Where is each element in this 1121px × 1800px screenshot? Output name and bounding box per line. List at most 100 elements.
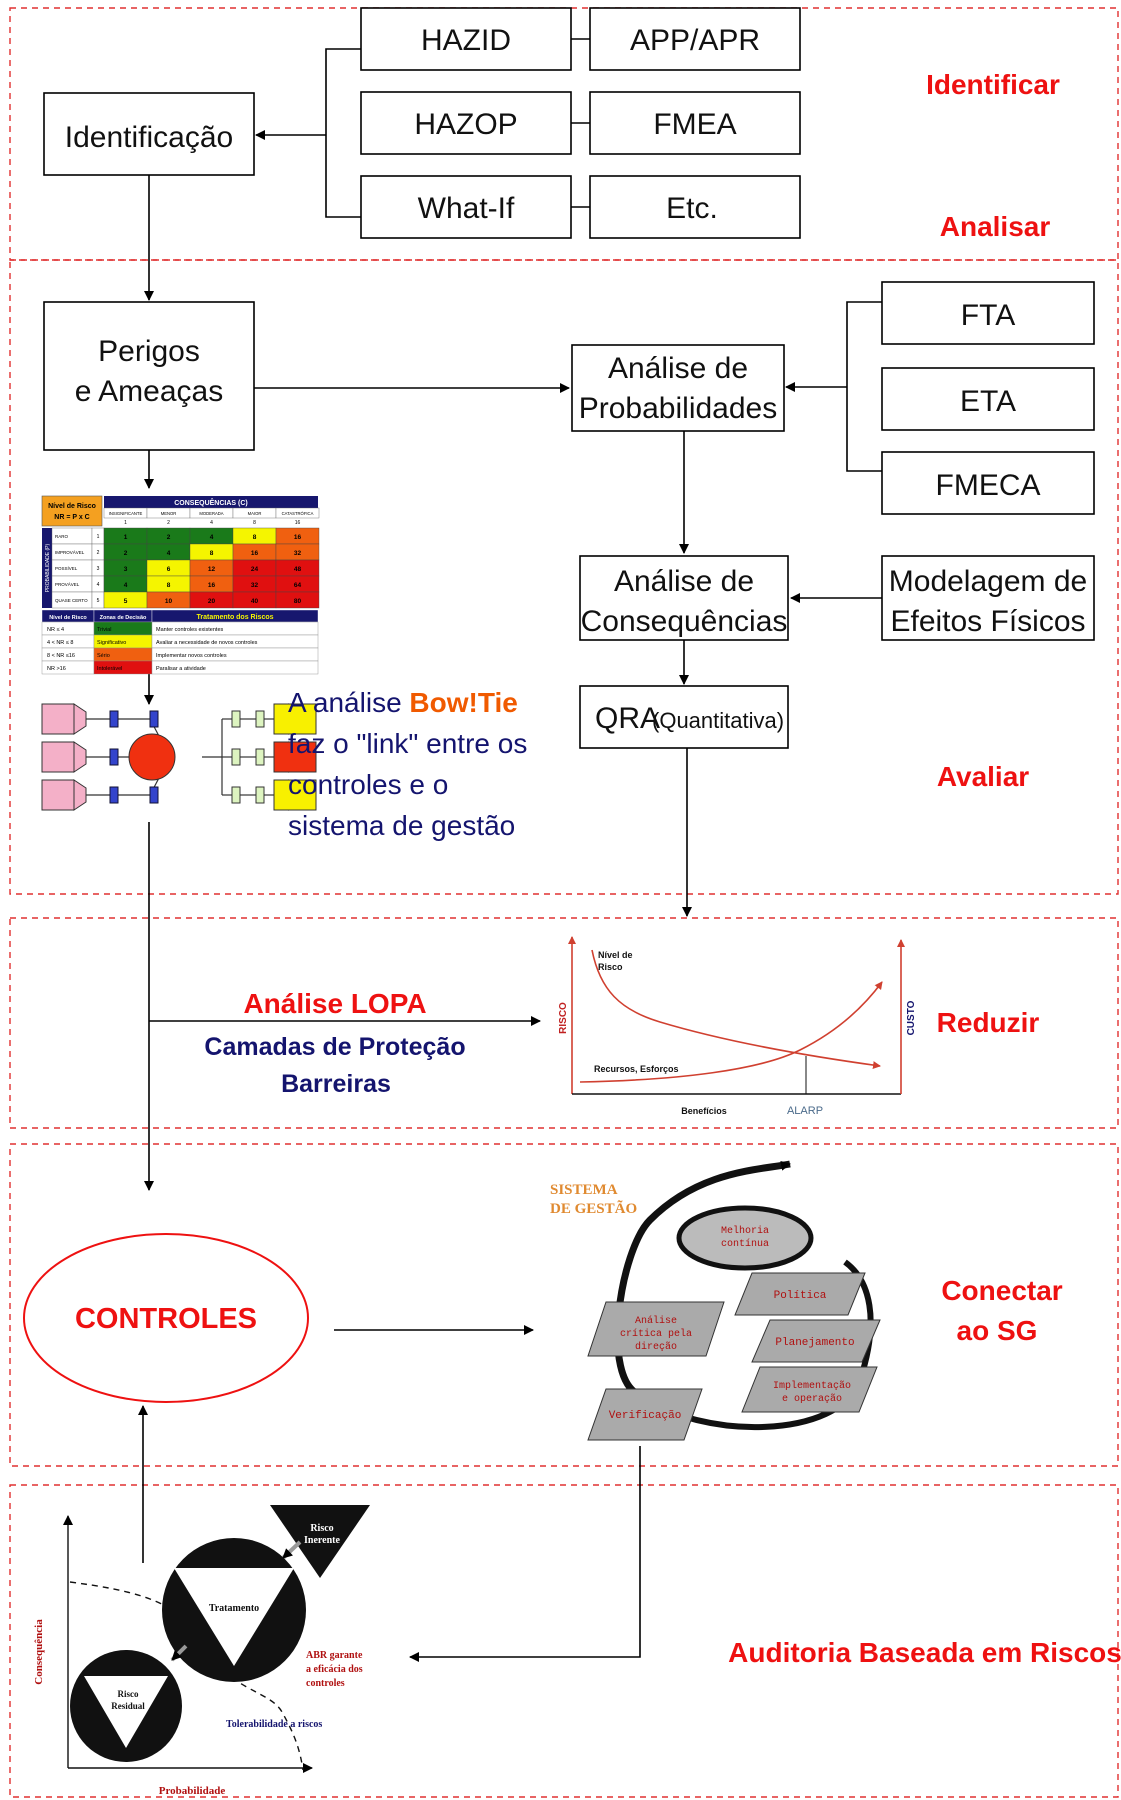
matrix-cell-value: 32	[294, 550, 302, 557]
decision-zone: Sério	[97, 653, 110, 659]
abr-label-2: a eficácia dos	[306, 1664, 363, 1675]
alarp-nivel-label-2: Risco	[598, 962, 623, 972]
matrix-row-p: 5	[97, 598, 100, 604]
lopa-title: Análise LOPA	[243, 988, 426, 1019]
risco-inerente-label-1: Risco	[310, 1523, 333, 1534]
matrix-cell-value: 6	[167, 566, 171, 573]
sg-cycle-arrow	[614, 1160, 791, 1399]
eta-label: ETA	[960, 385, 1016, 418]
matrix-cell-value: 4	[124, 582, 128, 589]
fmea-label: FMEA	[653, 108, 736, 141]
matrix-col-label: MAIOR	[248, 511, 262, 516]
decision-nr: 8 < NR ≤16	[47, 653, 75, 659]
nivel-risco-title: Nível de Risco	[48, 503, 96, 510]
prob-header: PROBABILIDADE (P)	[45, 544, 51, 593]
matrix-cell-value: 8	[253, 534, 257, 541]
sg-politica-label: Política	[774, 1290, 827, 1302]
matrix-row-p: 4	[97, 582, 100, 588]
app-apr-label: APP/APR	[630, 24, 760, 57]
bowtie-consequence-2	[273, 741, 317, 773]
controles-label: CONTROLES	[75, 1303, 257, 1335]
stage-label-reduzir: Reduzir	[937, 1007, 1040, 1038]
matrix-row-label: QUASE CERTO	[55, 598, 88, 603]
matrix-col-value: 1	[124, 520, 127, 526]
matrix-cell	[275, 591, 320, 609]
matrix-cell-value: 20	[208, 598, 216, 605]
matrix-row-label: IMPROVÁVEL	[55, 549, 85, 555]
matrix-cell-value: 4	[210, 534, 214, 541]
matrix-col-label: MODERADA	[199, 511, 223, 516]
matrix-cell-value: 32	[251, 582, 259, 589]
fmeca-label: FMECA	[936, 469, 1041, 502]
analise-consequencias-box	[579, 555, 789, 641]
analise-cons-label-2: Consequências	[581, 605, 788, 638]
nivel-risco-formula: NR = P x C	[54, 514, 89, 521]
matrix-cell-value: 5	[124, 598, 128, 605]
matrix-col-label: CATASTRÓFICA	[282, 511, 314, 516]
matrix-row-label: POSSÍVEL	[55, 565, 78, 571]
bowtie-text-highlight: Bow!Tie	[409, 687, 517, 718]
matrix-cell-value: 10	[165, 598, 173, 605]
matrix-row-p: 1	[97, 534, 100, 540]
alarp-label: ALARP	[787, 1105, 823, 1117]
perigos-label-2: e Ameaças	[75, 375, 223, 408]
matrix-cell-value: 16	[251, 550, 259, 557]
risco-residual-label-1: Risco	[118, 1689, 139, 1699]
modelagem-label-2: Efeitos Físicos	[890, 605, 1085, 638]
hazid-box	[360, 7, 572, 71]
matrix-row-label: PROVÁVEL	[55, 581, 80, 587]
stage-label-ao-sg: ao SG	[957, 1315, 1038, 1346]
eta-box	[881, 367, 1095, 431]
controles-ellipse	[23, 1233, 309, 1403]
decision-action: Avaliar a necessidade de novos controles	[156, 640, 258, 646]
alarp-risk-curve	[591, 949, 881, 1070]
sg-planejamento-node	[751, 1319, 881, 1363]
sg-planejamento-label: Planejamento	[775, 1337, 854, 1349]
risco-inerente-marker	[270, 1505, 370, 1578]
fta-box	[881, 281, 1095, 345]
matrix-cell-value: 4	[167, 550, 171, 557]
risco-residual-label-2: Residual	[111, 1701, 145, 1711]
tolerabilidade-label: Tolerabilidade a riscos	[226, 1719, 322, 1730]
decision-nr: 4 < NR ≤ 8	[47, 640, 73, 646]
matrix-cell-value: 40	[251, 598, 259, 605]
matrix-cell-value: 24	[251, 566, 259, 573]
analise-cons-label-1: Análise de	[614, 565, 754, 598]
consequencia-axis-label: Consequência	[33, 1619, 45, 1685]
bowtie-barrier-r1	[231, 710, 241, 728]
decision-header-label: Tratamento dos Riscos	[196, 614, 273, 621]
matrix-col-label: MENOR	[161, 511, 177, 516]
matrix-cell-value: 64	[294, 582, 302, 589]
fta-label: FTA	[961, 299, 1015, 332]
lopa-line2: Camadas de Proteção	[204, 1033, 465, 1061]
identification-techniques: HAZID APP/APR HAZOP FMEA What-If Etc.	[255, 7, 801, 239]
analise-prob-label-1: Análise de	[608, 352, 748, 385]
matrix-row-p: 3	[97, 566, 100, 572]
sg-implementacao-label-1: Implementação	[773, 1380, 851, 1392]
qra-label: QRA	[595, 702, 660, 735]
matrix-col-value: 4	[210, 520, 213, 526]
risk-matrix-cells: INSIGNIFICANTE1MENOR2MODERADA4MAIOR8CATA…	[51, 507, 320, 609]
conseq-header: CONSEQUÊNCIAS (C)	[174, 498, 248, 507]
sg-verificacao-node	[587, 1388, 703, 1441]
probabilidade-axis-label: Probabilidade	[159, 1785, 226, 1797]
bowtie-barrier-r2	[231, 748, 241, 766]
sg-melhoria-label-1: Melhoria	[721, 1225, 769, 1237]
what-if-box	[360, 175, 572, 239]
decision-zone: Intolerável	[97, 666, 122, 672]
decision-action-cell	[151, 660, 319, 675]
risco-inerente-label-2: Inerente	[304, 1535, 340, 1546]
alarp-custo-axis-label: CUSTO	[906, 1000, 917, 1035]
decision-action: Paralisar a atividade	[156, 666, 206, 672]
tratamento-label: Tratamento	[209, 1603, 259, 1614]
identificacao-label: Identificação	[65, 121, 233, 154]
sg-verificacao-label: Verificação	[609, 1410, 682, 1422]
hazop-label: HAZOP	[414, 108, 517, 141]
matrix-row-p: 2	[97, 550, 100, 556]
bowtie-diagram	[41, 703, 317, 811]
decision-nr: NR ≤ 4	[47, 627, 64, 633]
bowtie-threat-2	[41, 741, 75, 773]
bowtie-barrier-l1	[109, 710, 119, 728]
